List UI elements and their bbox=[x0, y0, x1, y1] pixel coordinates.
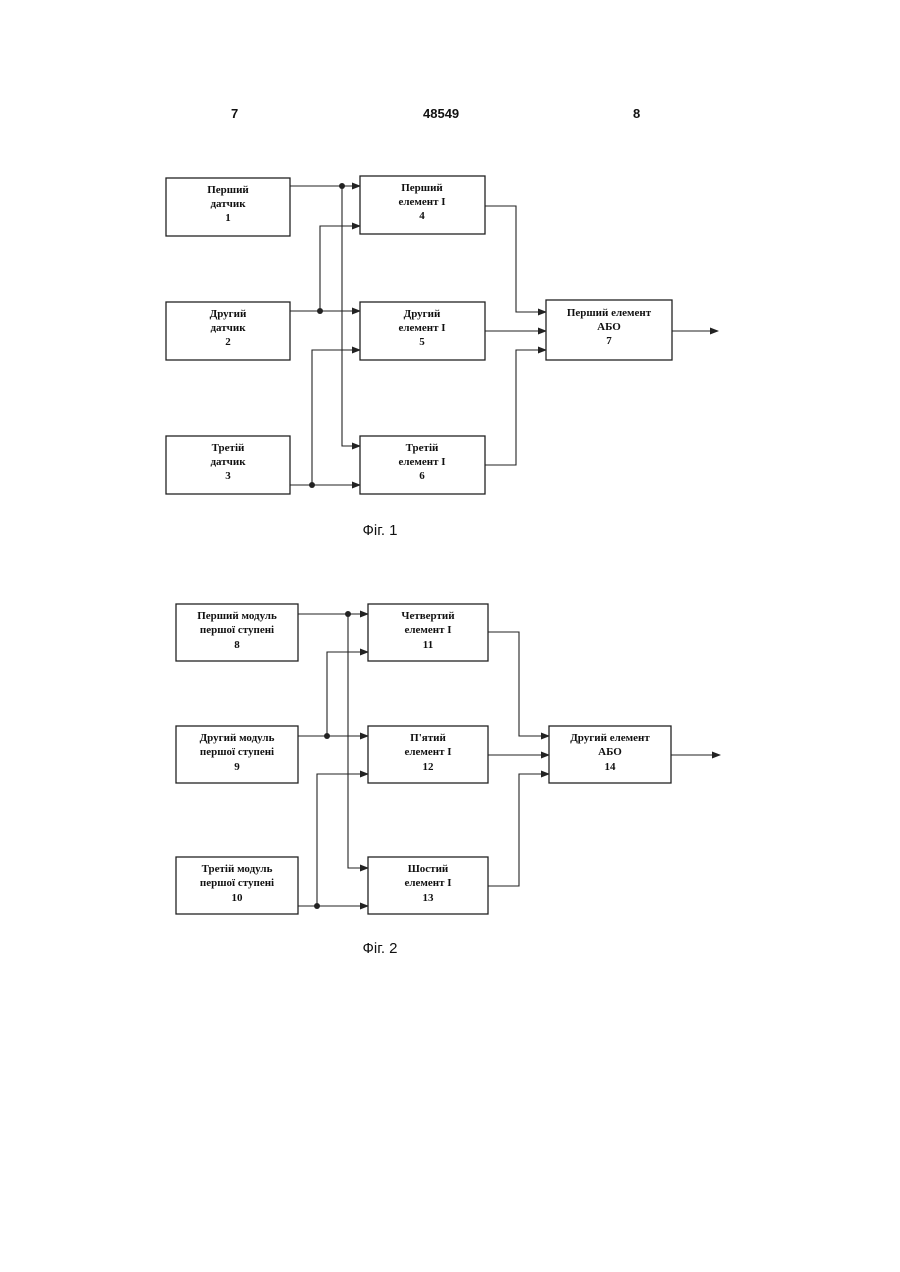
and-element-6-block: Третій елемент І 6 bbox=[360, 436, 485, 494]
or-7-line2: АБО bbox=[597, 321, 621, 333]
and-element-5-block: Другий елемент І 5 bbox=[360, 302, 485, 360]
and-5-line2: елемент І bbox=[398, 322, 445, 334]
module-9-line1: Другий модуль bbox=[200, 732, 275, 744]
and-6-number: 6 bbox=[419, 470, 425, 482]
second-sensor-number: 2 bbox=[225, 336, 231, 348]
second-sensor-line1: Другий bbox=[210, 308, 247, 320]
third-sensor-block: Третій датчик 3 bbox=[166, 436, 290, 494]
and-6-line1: Третій bbox=[406, 442, 439, 454]
and-12-line1: П'ятий bbox=[410, 732, 446, 744]
or-7-line1: Перший елемент bbox=[567, 307, 652, 319]
figure-2: Перший модуль першої ступені 8 Другий мо… bbox=[176, 604, 720, 957]
and-11-number: 11 bbox=[423, 639, 433, 651]
or-7-number: 7 bbox=[606, 335, 612, 347]
module-8-number: 8 bbox=[234, 639, 240, 651]
and-13-line2: елемент І bbox=[404, 877, 451, 889]
or-element-14-block: Другий елемент АБО 14 bbox=[549, 726, 671, 783]
third-sensor-number: 3 bbox=[225, 470, 231, 482]
or-element-7-block: Перший елемент АБО 7 bbox=[546, 300, 672, 360]
module-10-number: 10 bbox=[232, 892, 244, 904]
figure-1-caption: Фіг. 1 bbox=[362, 522, 397, 539]
first-sensor-block: Перший датчик 1 bbox=[166, 178, 290, 236]
first-sensor-line2: датчик bbox=[210, 198, 246, 210]
and-5-line1: Другий bbox=[404, 308, 441, 320]
and-5-number: 5 bbox=[419, 336, 425, 348]
figure-1: Перший датчик 1 Другий датчик 2 Третій д… bbox=[166, 176, 718, 539]
or-14-line1: Другий елемент bbox=[570, 732, 650, 744]
and-6-line2: елемент І bbox=[398, 456, 445, 468]
and-element-11-block: Четвертий елемент І 11 bbox=[368, 604, 488, 661]
and-4-line1: Перший bbox=[401, 182, 443, 194]
and-11-line1: Четвертий bbox=[401, 610, 455, 622]
module-9-line2: першої ступені bbox=[200, 746, 274, 758]
or-14-number: 14 bbox=[605, 761, 617, 773]
and-element-13-block: Шостий елемент І 13 bbox=[368, 857, 488, 914]
and-12-number: 12 bbox=[423, 761, 435, 773]
first-sensor-number: 1 bbox=[225, 212, 231, 224]
module-9-number: 9 bbox=[234, 761, 240, 773]
and-element-12-block: П'ятий елемент І 12 bbox=[368, 726, 488, 783]
module-8-line1: Перший модуль bbox=[197, 610, 277, 622]
module-10-line1: Третій модуль bbox=[202, 863, 273, 875]
module-8-line2: першої ступені bbox=[200, 624, 274, 636]
third-sensor-line1: Третій bbox=[212, 442, 245, 454]
and-12-line2: елемент І bbox=[404, 746, 451, 758]
first-sensor-line1: Перший bbox=[207, 184, 249, 196]
and-13-number: 13 bbox=[423, 892, 435, 904]
figure-2-caption: Фіг. 2 bbox=[362, 940, 397, 957]
and-4-number: 4 bbox=[419, 210, 425, 222]
and-element-4-block: Перший елемент І 4 bbox=[360, 176, 485, 234]
second-sensor-line2: датчик bbox=[210, 322, 246, 334]
module-10-block: Третій модуль першої ступені 10 bbox=[176, 857, 298, 914]
module-10-line2: першої ступені bbox=[200, 877, 274, 889]
and-4-line2: елемент І bbox=[398, 196, 445, 208]
third-sensor-line2: датчик bbox=[210, 456, 246, 468]
second-sensor-block: Другий датчик 2 bbox=[166, 302, 290, 360]
and-11-line2: елемент І bbox=[404, 624, 451, 636]
and-13-line1: Шостий bbox=[408, 863, 449, 875]
module-9-block: Другий модуль першої ступені 9 bbox=[176, 726, 298, 783]
or-14-line2: АБО bbox=[598, 746, 622, 758]
module-8-block: Перший модуль першої ступені 8 bbox=[176, 604, 298, 661]
